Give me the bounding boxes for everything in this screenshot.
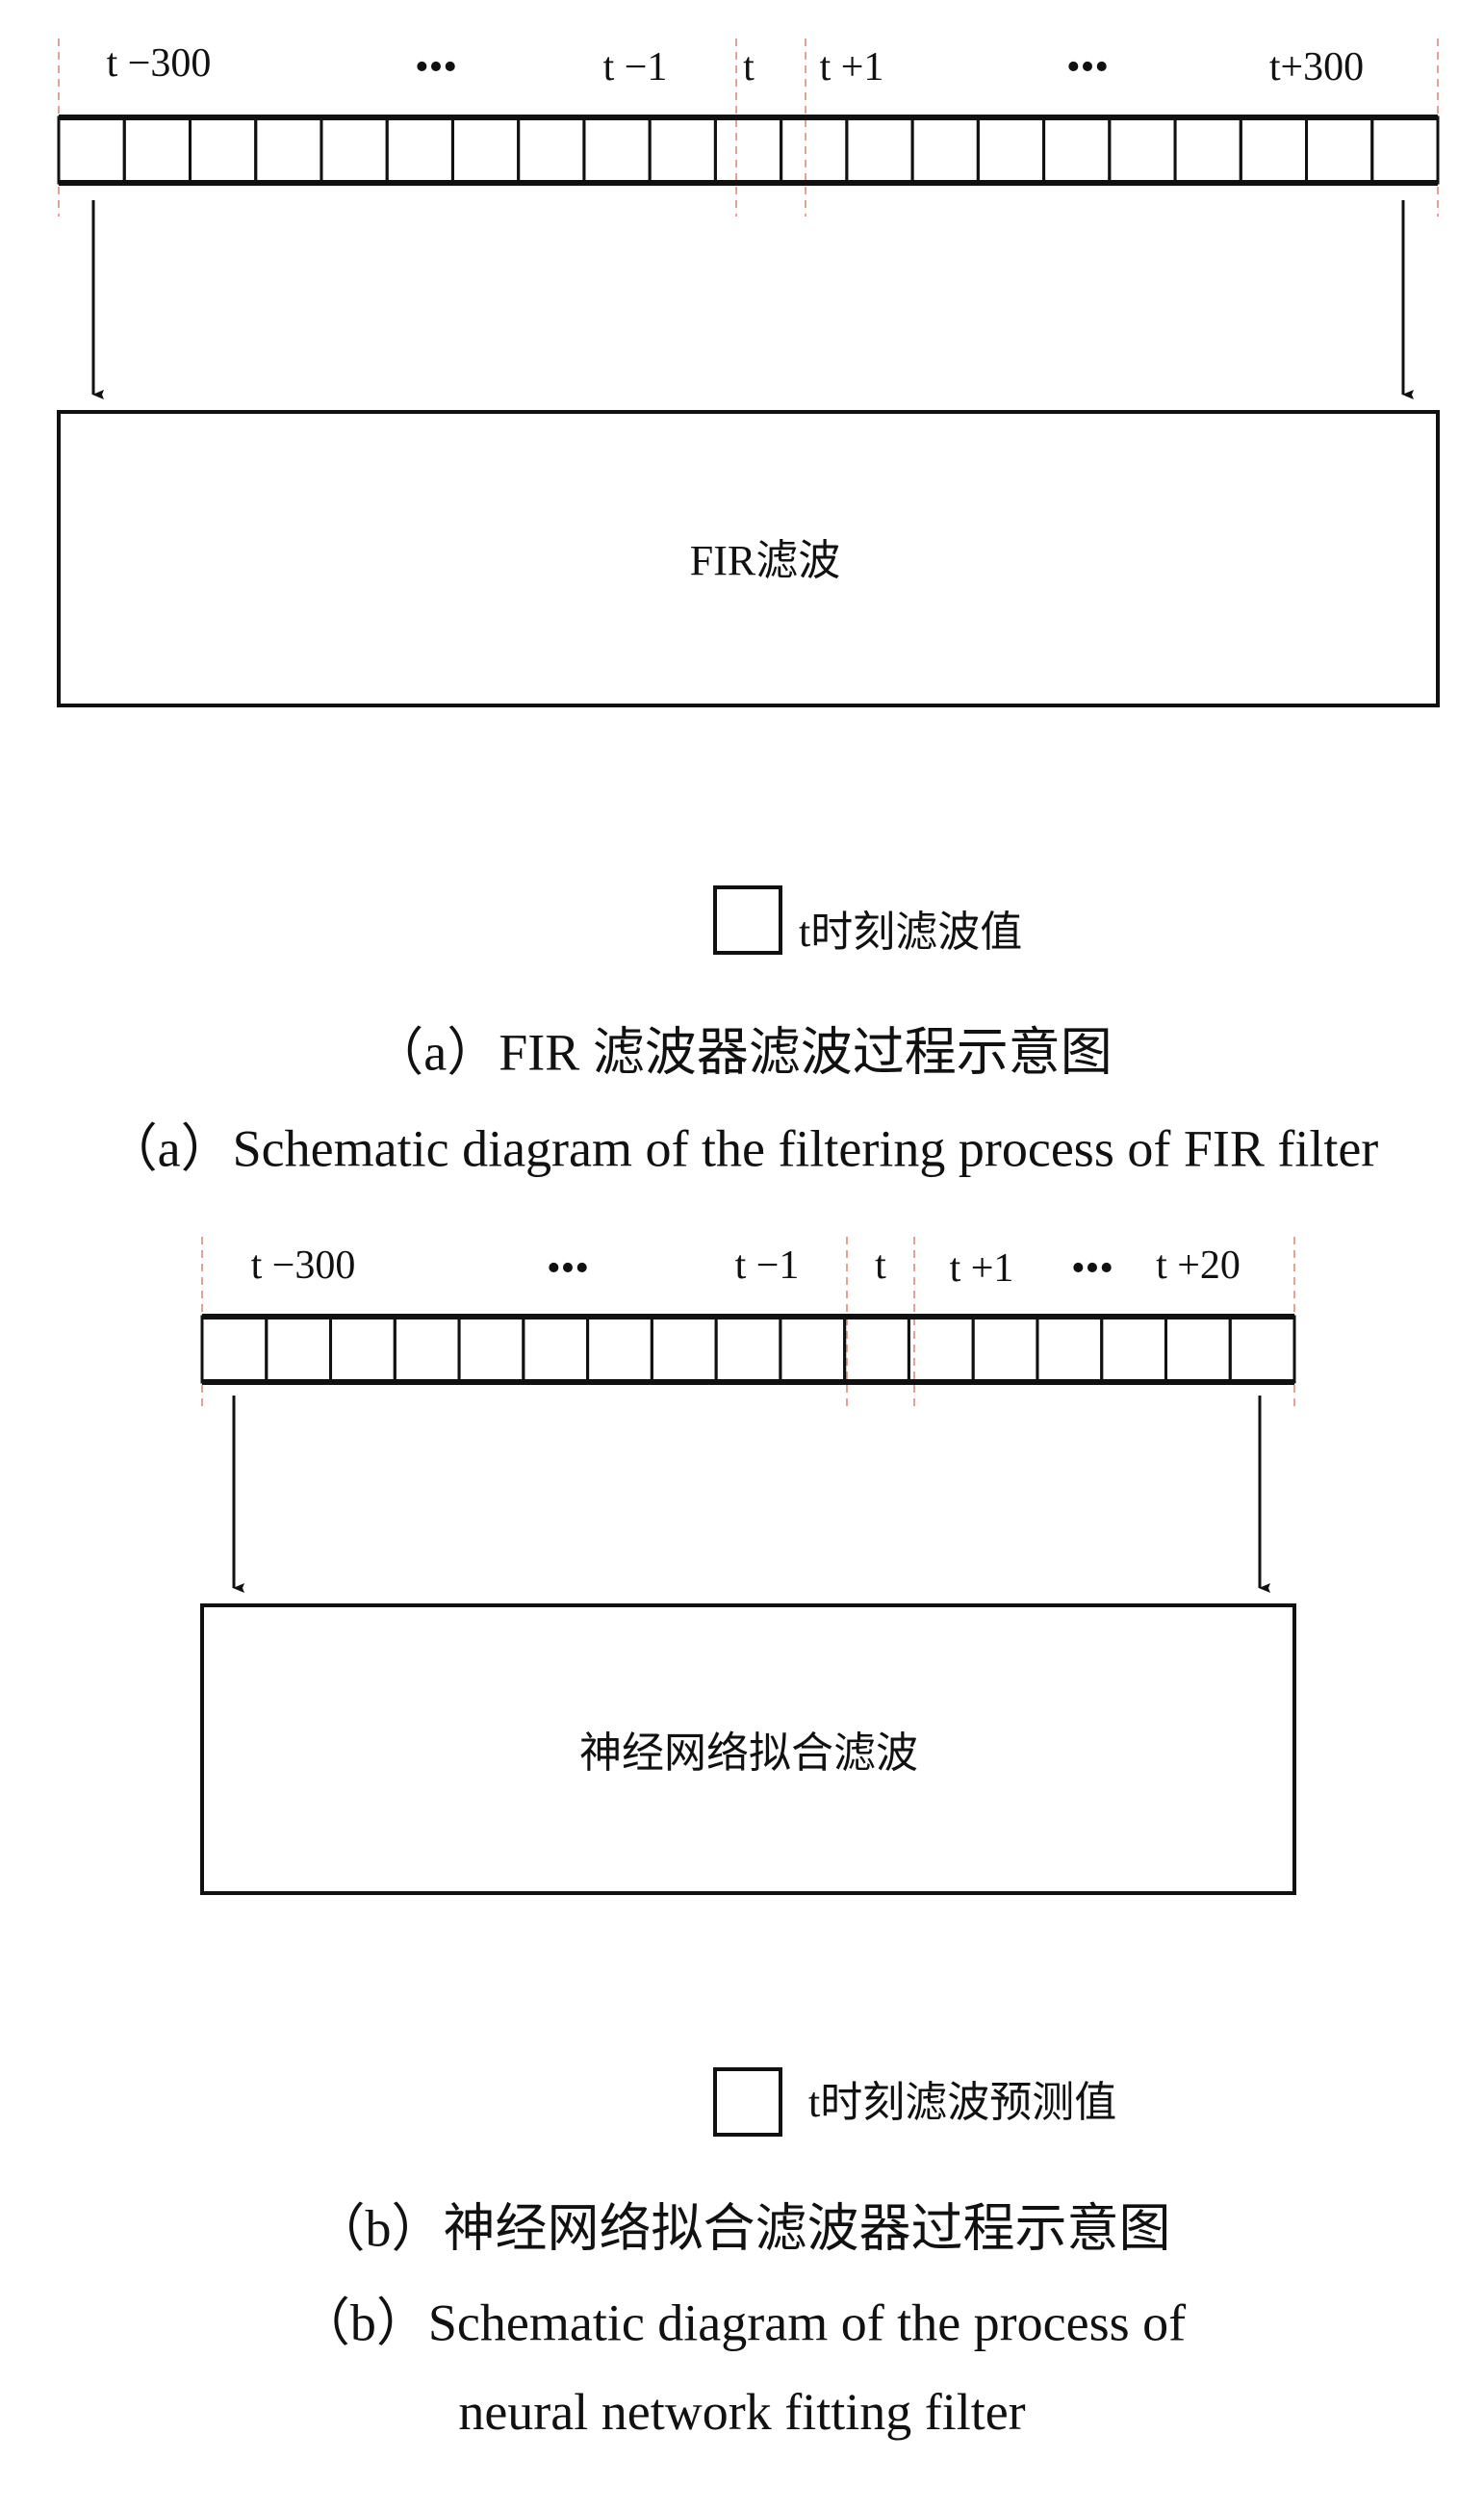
- label-t-plus-20: t +20: [1156, 1243, 1241, 1288]
- sequence-cell: [780, 115, 849, 185]
- label-t-plus-1: t +1: [819, 45, 884, 90]
- sequence-cell: [1108, 115, 1177, 185]
- output-label: t时刻滤波预测值: [808, 2079, 1117, 2126]
- ellipsis: •••: [1070, 1246, 1114, 1291]
- caption-b-cn: （b）神经网络拟合滤波器过程示意图: [313, 2199, 1171, 2258]
- output-cell: [713, 885, 782, 955]
- sequence-cell: [714, 1315, 782, 1384]
- filter-box: [200, 1603, 1296, 1895]
- output-cell: [713, 2067, 782, 2137]
- sequence-cell: [779, 1315, 847, 1384]
- sequence-cell: [1228, 1315, 1296, 1384]
- caption-b-en-line2: neural network fitting filter: [458, 2383, 1026, 2441]
- fir-filter-label: FIR滤波: [689, 537, 841, 584]
- sequence-cell: [845, 115, 914, 185]
- output-label: t时刻滤波值: [799, 909, 1023, 956]
- caption-a-cn: （a）FIR 滤波器滤波过程示意图: [371, 1023, 1113, 1082]
- sequence-cell: [1042, 115, 1112, 185]
- label-t: t: [743, 45, 755, 90]
- nn-filter-label: 神经网络拟合滤波: [579, 1730, 918, 1777]
- sequence-cell: [329, 1315, 397, 1384]
- caption-b-en-line1: （b）Schematic diagram of the process of: [297, 2293, 1187, 2352]
- sequence-cell: [385, 115, 454, 185]
- sequence-cell: [713, 115, 783, 185]
- label-t-plus-300: t+300: [1268, 45, 1365, 90]
- sequence-cell: [517, 115, 586, 185]
- sequence-cell: [522, 1315, 590, 1384]
- sequence-cell: [1239, 115, 1309, 185]
- sequence-cell: [1173, 115, 1242, 185]
- sequence-cell: [450, 115, 521, 185]
- sequence-cell: [582, 115, 652, 185]
- ellipsis: •••: [1065, 45, 1110, 90]
- label-t: t: [875, 1243, 886, 1288]
- sequence-cell: [393, 1315, 461, 1384]
- sequence-cell: [188, 115, 258, 185]
- sequence-cell: [1036, 1315, 1104, 1384]
- sequence-cell: [976, 115, 1046, 185]
- sequence-cell: [122, 115, 192, 185]
- sequence-cell: [254, 115, 323, 185]
- sequence-cell: [648, 115, 717, 185]
- sequence-cell: [843, 1315, 910, 1384]
- ellipsis: •••: [546, 1246, 590, 1291]
- sequence-cell: [586, 1315, 653, 1384]
- diagram-b: [200, 1237, 1296, 2137]
- label-t-minus-300: t −300: [106, 41, 212, 86]
- sequence-cell: [650, 1315, 718, 1384]
- sequence-cell: [320, 115, 389, 185]
- filter-box: [57, 410, 1440, 707]
- label-t-plus-1: t +1: [949, 1246, 1014, 1291]
- caption-a-en: （a）Schematic diagram of the filtering pr…: [105, 1119, 1379, 1178]
- sequence-cell: [457, 1315, 525, 1384]
- ellipsis: •••: [414, 45, 458, 90]
- sequence-cell: [907, 1315, 975, 1384]
- sequence-cell: [200, 1315, 269, 1384]
- sequence-cell: [971, 1315, 1039, 1384]
- diagram-a: [57, 38, 1440, 955]
- sequence-cell: [1370, 115, 1440, 185]
- label-t-minus-300: t −300: [250, 1243, 356, 1288]
- sequence-cell: [1100, 1315, 1167, 1384]
- sequence-cell: [1164, 1315, 1232, 1384]
- sequence-cell: [265, 1315, 333, 1384]
- sequence-cell: [910, 115, 980, 185]
- sequence-cell: [1305, 115, 1374, 185]
- sequence-cell: [57, 115, 126, 185]
- label-t-minus-1: t −1: [734, 1243, 800, 1288]
- label-t-minus-1: t −1: [602, 45, 668, 90]
